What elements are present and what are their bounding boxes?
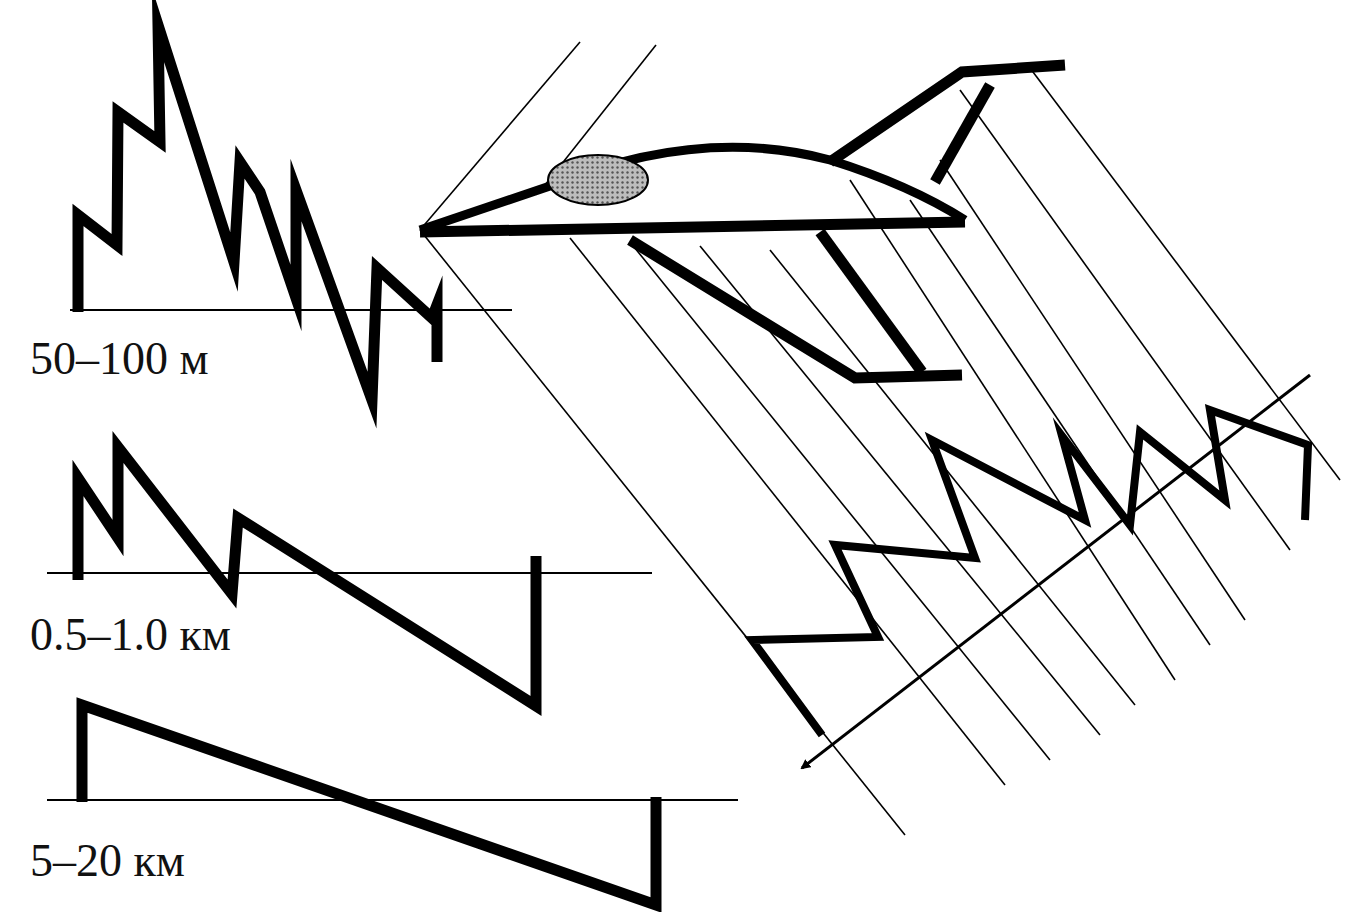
flight-axis xyxy=(752,375,1310,768)
scale-label: 5–20 км xyxy=(30,838,185,884)
scale-label: 0.5–1.0 км xyxy=(30,612,231,658)
scale-label: 50–100 м xyxy=(30,336,209,382)
profile-medium xyxy=(47,447,652,706)
projection-lines xyxy=(420,42,1340,835)
aircraft xyxy=(420,65,1065,378)
